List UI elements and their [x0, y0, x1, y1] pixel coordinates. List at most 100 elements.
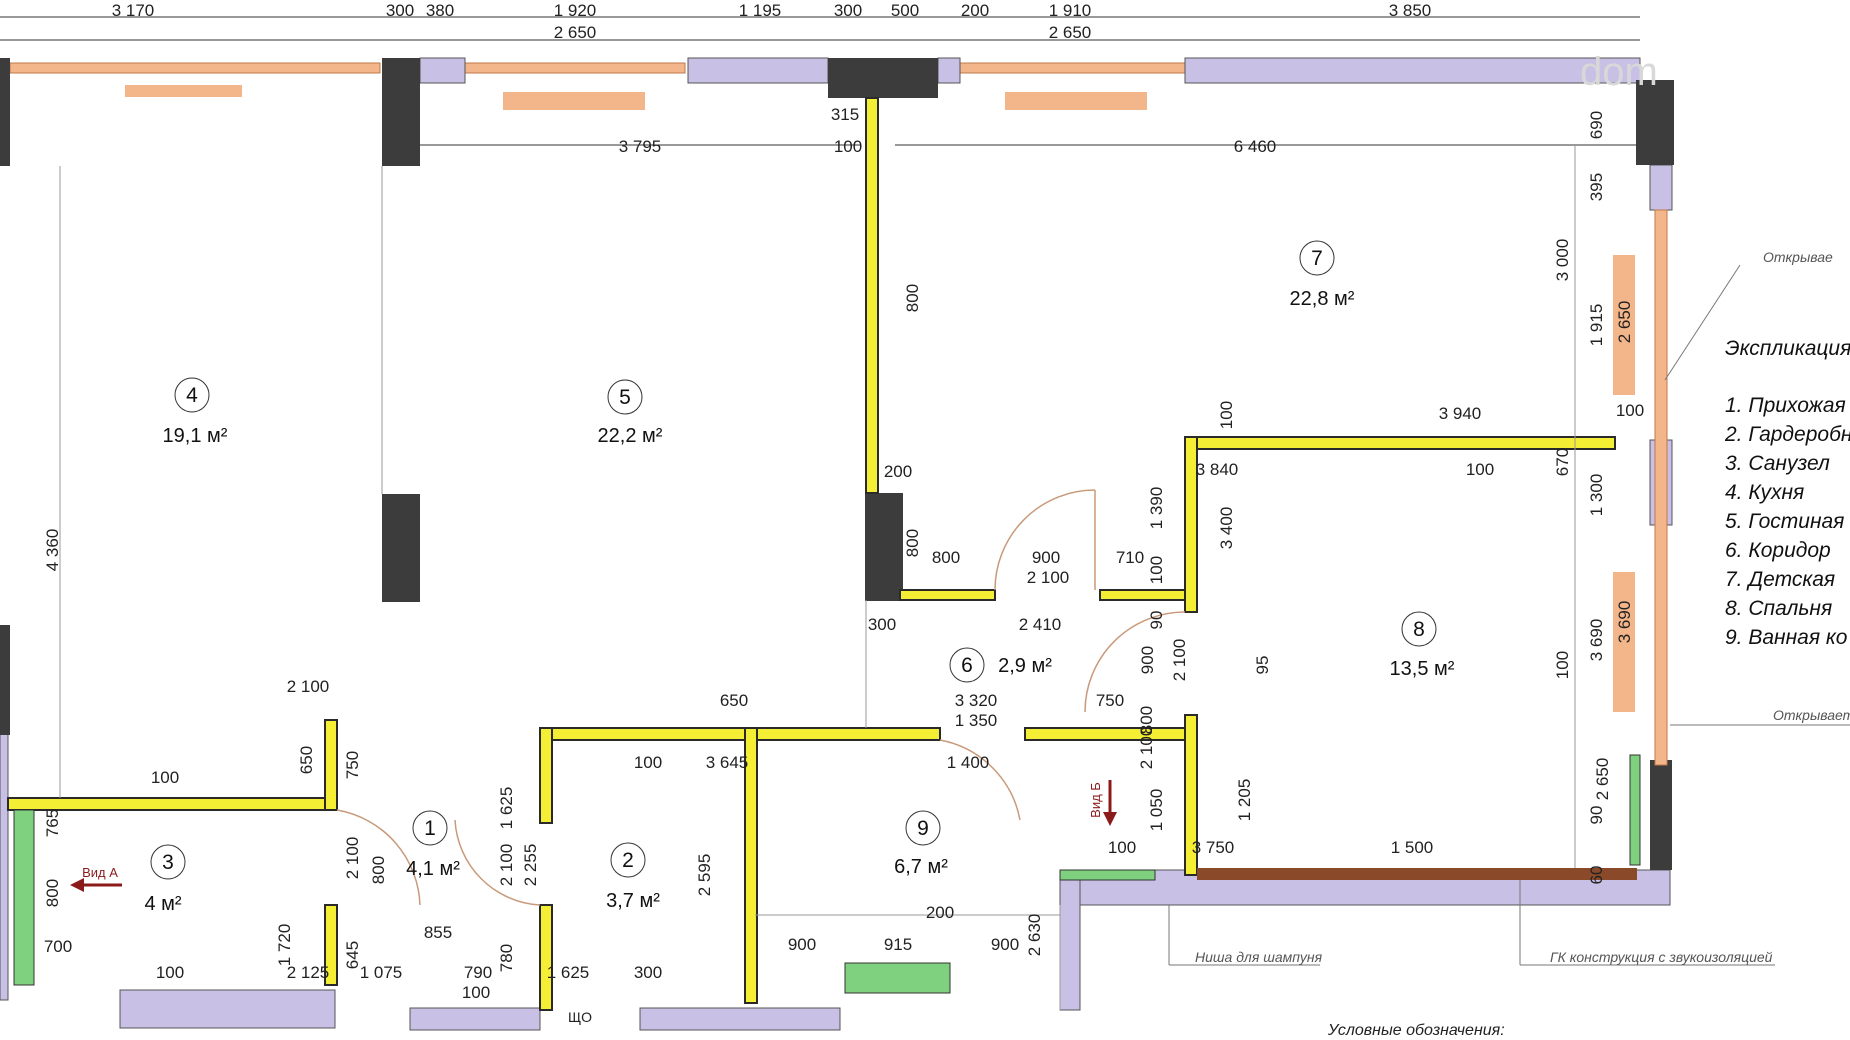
svg-text:765: 765 [43, 809, 62, 837]
svg-text:100: 100 [1616, 401, 1644, 420]
svg-text:800: 800 [932, 548, 960, 567]
svg-text:2 650: 2 650 [554, 23, 597, 42]
svg-text:300: 300 [634, 963, 662, 982]
top-dimension-lines [0, 16, 1640, 146]
svg-text:100: 100 [1553, 651, 1572, 679]
svg-text:9. Ванная ко: 9. Ванная ко [1725, 626, 1848, 649]
svg-text:900: 900 [991, 935, 1019, 954]
wet-zones [13, 754, 1641, 994]
svg-text:315: 315 [831, 105, 859, 124]
room-5: 5 22,2 м² [598, 379, 663, 447]
svg-text:1 050: 1 050 [1147, 789, 1166, 832]
view-marker-b: Вид Б [1088, 780, 1117, 826]
svg-text:3: 3 [162, 851, 174, 874]
svg-text:100: 100 [834, 137, 862, 156]
svg-text:650: 650 [720, 691, 748, 710]
svg-text:2 100: 2 100 [497, 844, 516, 887]
svg-text:800: 800 [1137, 706, 1156, 734]
svg-text:6 460: 6 460 [1234, 137, 1277, 156]
svg-text:4: 4 [186, 384, 198, 407]
svg-text:3 795: 3 795 [619, 137, 662, 156]
svg-text:ГК конструкция с звукоизоляцие: ГК конструкция с звукоизоляцией [1550, 949, 1773, 965]
svg-text:100: 100 [1217, 401, 1236, 429]
room-9: 9 6,7 м² [894, 810, 948, 878]
svg-text:90: 90 [1587, 806, 1606, 825]
dimension-labels: 3 170 300 380 1 920 1 195 300 500 200 1 … [44, 1, 1644, 1002]
brick-walls [0, 57, 1673, 1031]
svg-text:900: 900 [1032, 548, 1060, 567]
right-windows [1613, 209, 1668, 766]
vertical-dimension-labels: 690 395 3 000 1 915 2 650 100 670 1 300 … [43, 111, 1634, 972]
svg-text:2 595: 2 595 [695, 854, 714, 897]
svg-text:6: 6 [961, 654, 973, 677]
svg-text:300: 300 [386, 1, 414, 20]
svg-text:1: 1 [424, 817, 436, 840]
svg-text:915: 915 [884, 935, 912, 954]
svg-text:3,7 м²: 3,7 м² [606, 890, 660, 912]
svg-text:1 720: 1 720 [275, 924, 294, 967]
svg-text:6,7 м²: 6,7 м² [894, 856, 948, 878]
svg-text:200: 200 [884, 462, 912, 481]
svg-text:1 625: 1 625 [547, 963, 590, 982]
svg-text:2,9 м²: 2,9 м² [998, 655, 1052, 677]
svg-text:100: 100 [634, 753, 662, 772]
svg-text:200: 200 [926, 903, 954, 922]
svg-text:13,5 м²: 13,5 м² [1390, 658, 1455, 680]
svg-text:22,2 м²: 22,2 м² [598, 425, 663, 447]
svg-text:700: 700 [44, 937, 72, 956]
door-swings [336, 489, 1186, 906]
svg-text:1 400: 1 400 [947, 753, 990, 772]
svg-text:3 320: 3 320 [955, 691, 998, 710]
svg-text:8. Спальня: 8. Спальня [1725, 597, 1832, 620]
annotations: Ниша для шампуня ГК конструкция с звукои… [568, 249, 1850, 1039]
svg-text:Вид Б: Вид Б [1088, 782, 1103, 818]
svg-text:19,1 м²: 19,1 м² [163, 425, 228, 447]
room-3: 3 4 м² [144, 844, 186, 915]
svg-text:800: 800 [369, 856, 388, 884]
svg-text:1 390: 1 390 [1147, 487, 1166, 530]
svg-text:750: 750 [343, 751, 362, 779]
svg-text:Вид А: Вид А [82, 865, 118, 880]
svg-text:2 410: 2 410 [1019, 615, 1062, 634]
svg-text:3 000: 3 000 [1553, 239, 1572, 282]
svg-text:670: 670 [1553, 448, 1572, 476]
svg-text:1. Прихожая: 1. Прихожая [1725, 394, 1846, 417]
svg-text:800: 800 [43, 879, 62, 907]
svg-text:3 840: 3 840 [1196, 460, 1239, 479]
svg-text:1 205: 1 205 [1235, 779, 1254, 822]
svg-text:3 850: 3 850 [1389, 1, 1432, 20]
svg-text:Условные обозначения:: Условные обозначения: [1327, 1022, 1505, 1039]
svg-text:4 360: 4 360 [43, 529, 62, 572]
svg-text:3 170: 3 170 [112, 1, 155, 20]
svg-text:500: 500 [891, 1, 919, 20]
svg-text:3 750: 3 750 [1192, 838, 1235, 857]
svg-text:750: 750 [1096, 691, 1124, 710]
svg-text:7. Детская: 7. Детская [1725, 568, 1835, 591]
svg-text:200: 200 [961, 1, 989, 20]
svg-text:5: 5 [619, 386, 631, 409]
svg-text:2 100: 2 100 [343, 837, 362, 880]
svg-text:4,1 м²: 4,1 м² [406, 858, 460, 880]
svg-text:710: 710 [1116, 548, 1144, 567]
room-2: 2 3,7 м² [606, 842, 660, 912]
svg-text:Открывае: Открывае [1763, 249, 1833, 265]
svg-text:2 255: 2 255 [521, 844, 540, 887]
svg-text:900: 900 [788, 935, 816, 954]
svg-text:800: 800 [903, 284, 922, 312]
room-4: 4 19,1 м² [163, 377, 228, 447]
svg-text:7: 7 [1311, 247, 1323, 270]
svg-text:Экспликация: Экспликация [1725, 337, 1850, 360]
svg-text:1 910: 1 910 [1049, 1, 1092, 20]
svg-text:4. Кухня: 4. Кухня [1725, 481, 1804, 504]
watermark: dom [1580, 50, 1658, 94]
svg-text:790: 790 [464, 963, 492, 982]
svg-text:60: 60 [1587, 866, 1606, 885]
room-6: 6 2,9 м² [949, 647, 1052, 683]
room-lines [59, 145, 1576, 1010]
svg-text:1 625: 1 625 [497, 787, 516, 830]
room-8: 8 13,5 м² [1390, 611, 1455, 680]
svg-text:3 645: 3 645 [706, 753, 749, 772]
svg-text:100: 100 [1466, 460, 1494, 479]
svg-text:Открываетс: Открываетс [1773, 707, 1850, 723]
